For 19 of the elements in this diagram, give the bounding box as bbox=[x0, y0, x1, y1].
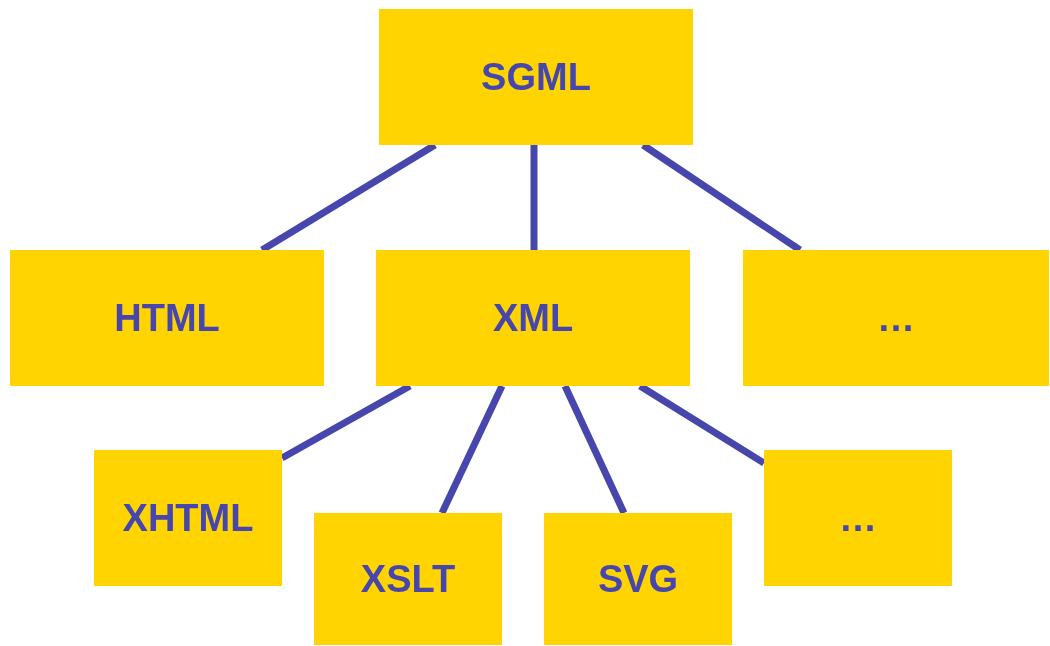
term-box bbox=[94, 450, 282, 586]
connector-line bbox=[561, 384, 628, 515]
connector-line bbox=[438, 384, 506, 515]
term-box bbox=[314, 513, 502, 645]
term-box bbox=[376, 250, 690, 386]
node-label: HTML bbox=[114, 296, 220, 340]
term-box bbox=[379, 9, 693, 145]
term-box bbox=[764, 450, 952, 586]
node-label: XHTML bbox=[122, 496, 254, 540]
connector-line bbox=[530, 145, 538, 250]
node-label: SGML bbox=[481, 55, 591, 99]
node-label: … bbox=[839, 496, 877, 540]
node-label: XML bbox=[492, 296, 574, 340]
node-label: SVG bbox=[597, 557, 679, 601]
node-label: … bbox=[877, 296, 915, 340]
term-box bbox=[743, 250, 1049, 386]
term-box bbox=[10, 250, 324, 386]
node-label: XSLT bbox=[360, 557, 456, 601]
term-box bbox=[544, 513, 732, 645]
